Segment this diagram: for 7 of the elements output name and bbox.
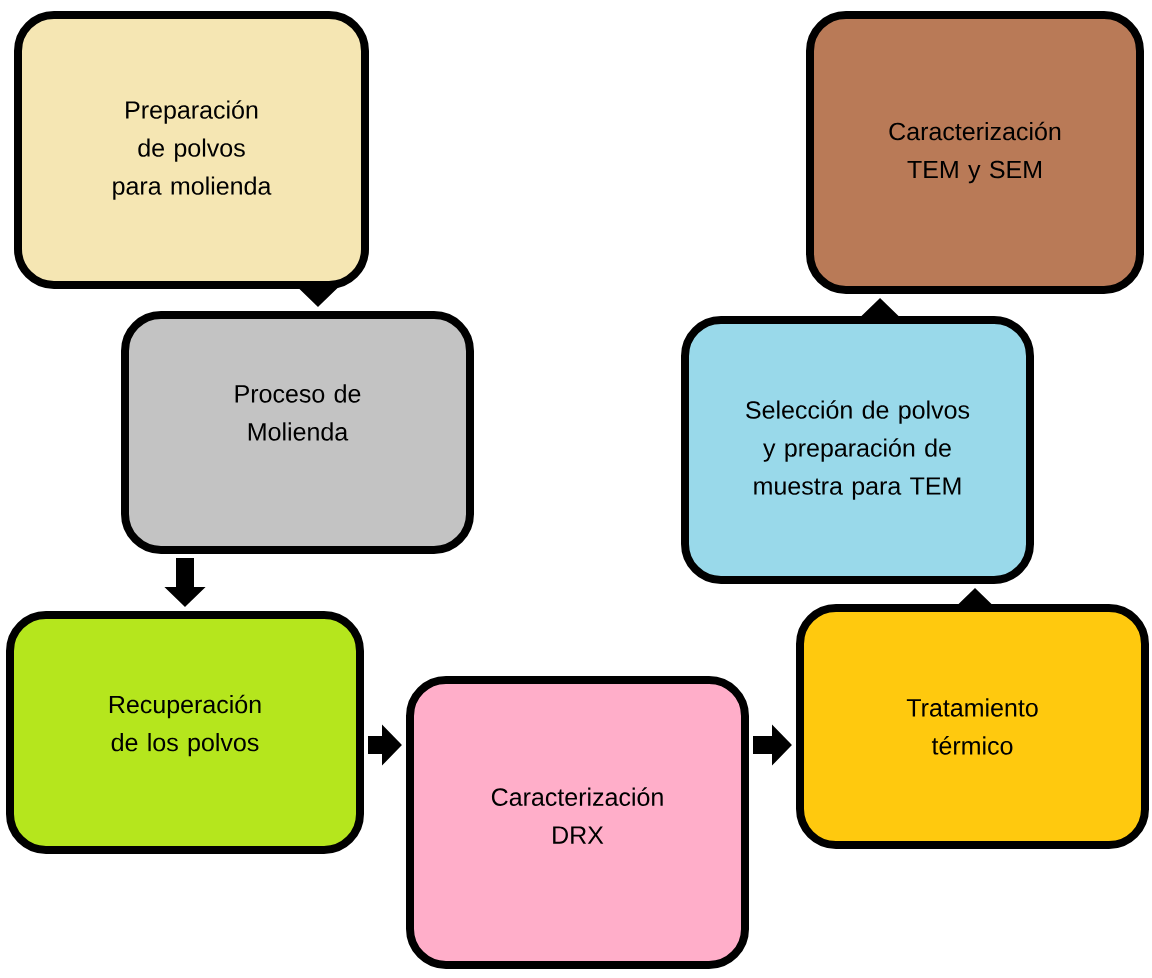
process-box: Caracterización TEM y SEM [806, 11, 1144, 294]
process-box: Tratamiento térmico [796, 604, 1149, 849]
process-box: Preparación de polvos para molienda [14, 11, 369, 289]
process-box: Recuperación de los polvos [6, 611, 364, 854]
process-box: Caracterización DRX [406, 676, 749, 969]
process-box: Selección de polvos y preparación de muestra para TEM [681, 316, 1034, 584]
process-box: Proceso de Molienda [121, 311, 474, 554]
